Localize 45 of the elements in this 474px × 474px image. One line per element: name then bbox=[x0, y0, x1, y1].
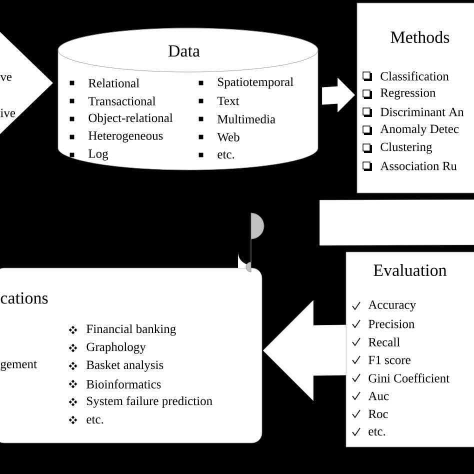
list-item: Regression bbox=[380, 88, 436, 100]
list-item: Classification bbox=[380, 72, 449, 80]
list-item: Roc bbox=[368, 410, 388, 418]
scroll-banner bbox=[0, 212, 264, 444]
list-item: Basket analysis bbox=[86, 360, 164, 372]
list-item: gement bbox=[0, 361, 37, 371]
heading: Methods bbox=[390, 31, 450, 43]
list-item: Recall bbox=[368, 338, 400, 346]
list-item: Log bbox=[88, 150, 108, 160]
heading: Evaluation bbox=[374, 264, 447, 276]
list-item: Multimedia bbox=[218, 114, 276, 124]
list-item: F1 score bbox=[368, 356, 410, 364]
list-item: Anomaly Detec bbox=[380, 124, 459, 136]
list-item: Auc bbox=[368, 392, 389, 400]
list-item: Gini Coefficient bbox=[368, 374, 450, 382]
heading: cations bbox=[0, 292, 48, 304]
list-item: Clustering bbox=[380, 142, 432, 154]
list-item: Graphology bbox=[86, 342, 146, 354]
list-item: Financial banking bbox=[86, 324, 176, 336]
list-item: Text bbox=[217, 96, 240, 106]
text-box bbox=[356, 2, 474, 194]
block-arrow bbox=[263, 300, 346, 401]
list-item: etc. bbox=[86, 416, 104, 424]
chevron-shape bbox=[0, 30, 53, 136]
text-box bbox=[346, 252, 474, 448]
list-item: Association Ru bbox=[380, 162, 457, 170]
block-arrow bbox=[320, 200, 474, 246]
list-item: etc. bbox=[218, 151, 234, 159]
list-item: Discriminant An bbox=[380, 108, 464, 116]
list-item: System failure prediction bbox=[87, 396, 212, 408]
list-item: Object-relational bbox=[88, 113, 173, 125]
list-item: Heterogeneous bbox=[88, 132, 163, 142]
list-item: etc. bbox=[368, 428, 386, 436]
list-item: Spatiotemporal bbox=[218, 77, 294, 89]
block-arrow bbox=[322, 78, 355, 112]
label-text: ve bbox=[0, 75, 12, 81]
list-item: Bioinformatics bbox=[86, 380, 161, 388]
heading: Data bbox=[168, 45, 200, 57]
list-item: Precision bbox=[368, 320, 415, 328]
label-text: ive bbox=[0, 108, 16, 118]
list-item: Web bbox=[217, 132, 240, 142]
list-item: Relational bbox=[88, 78, 140, 88]
list-item: Accuracy bbox=[368, 300, 416, 312]
list-item: Transactional bbox=[88, 96, 156, 106]
cylinder-shape bbox=[58, 28, 318, 170]
